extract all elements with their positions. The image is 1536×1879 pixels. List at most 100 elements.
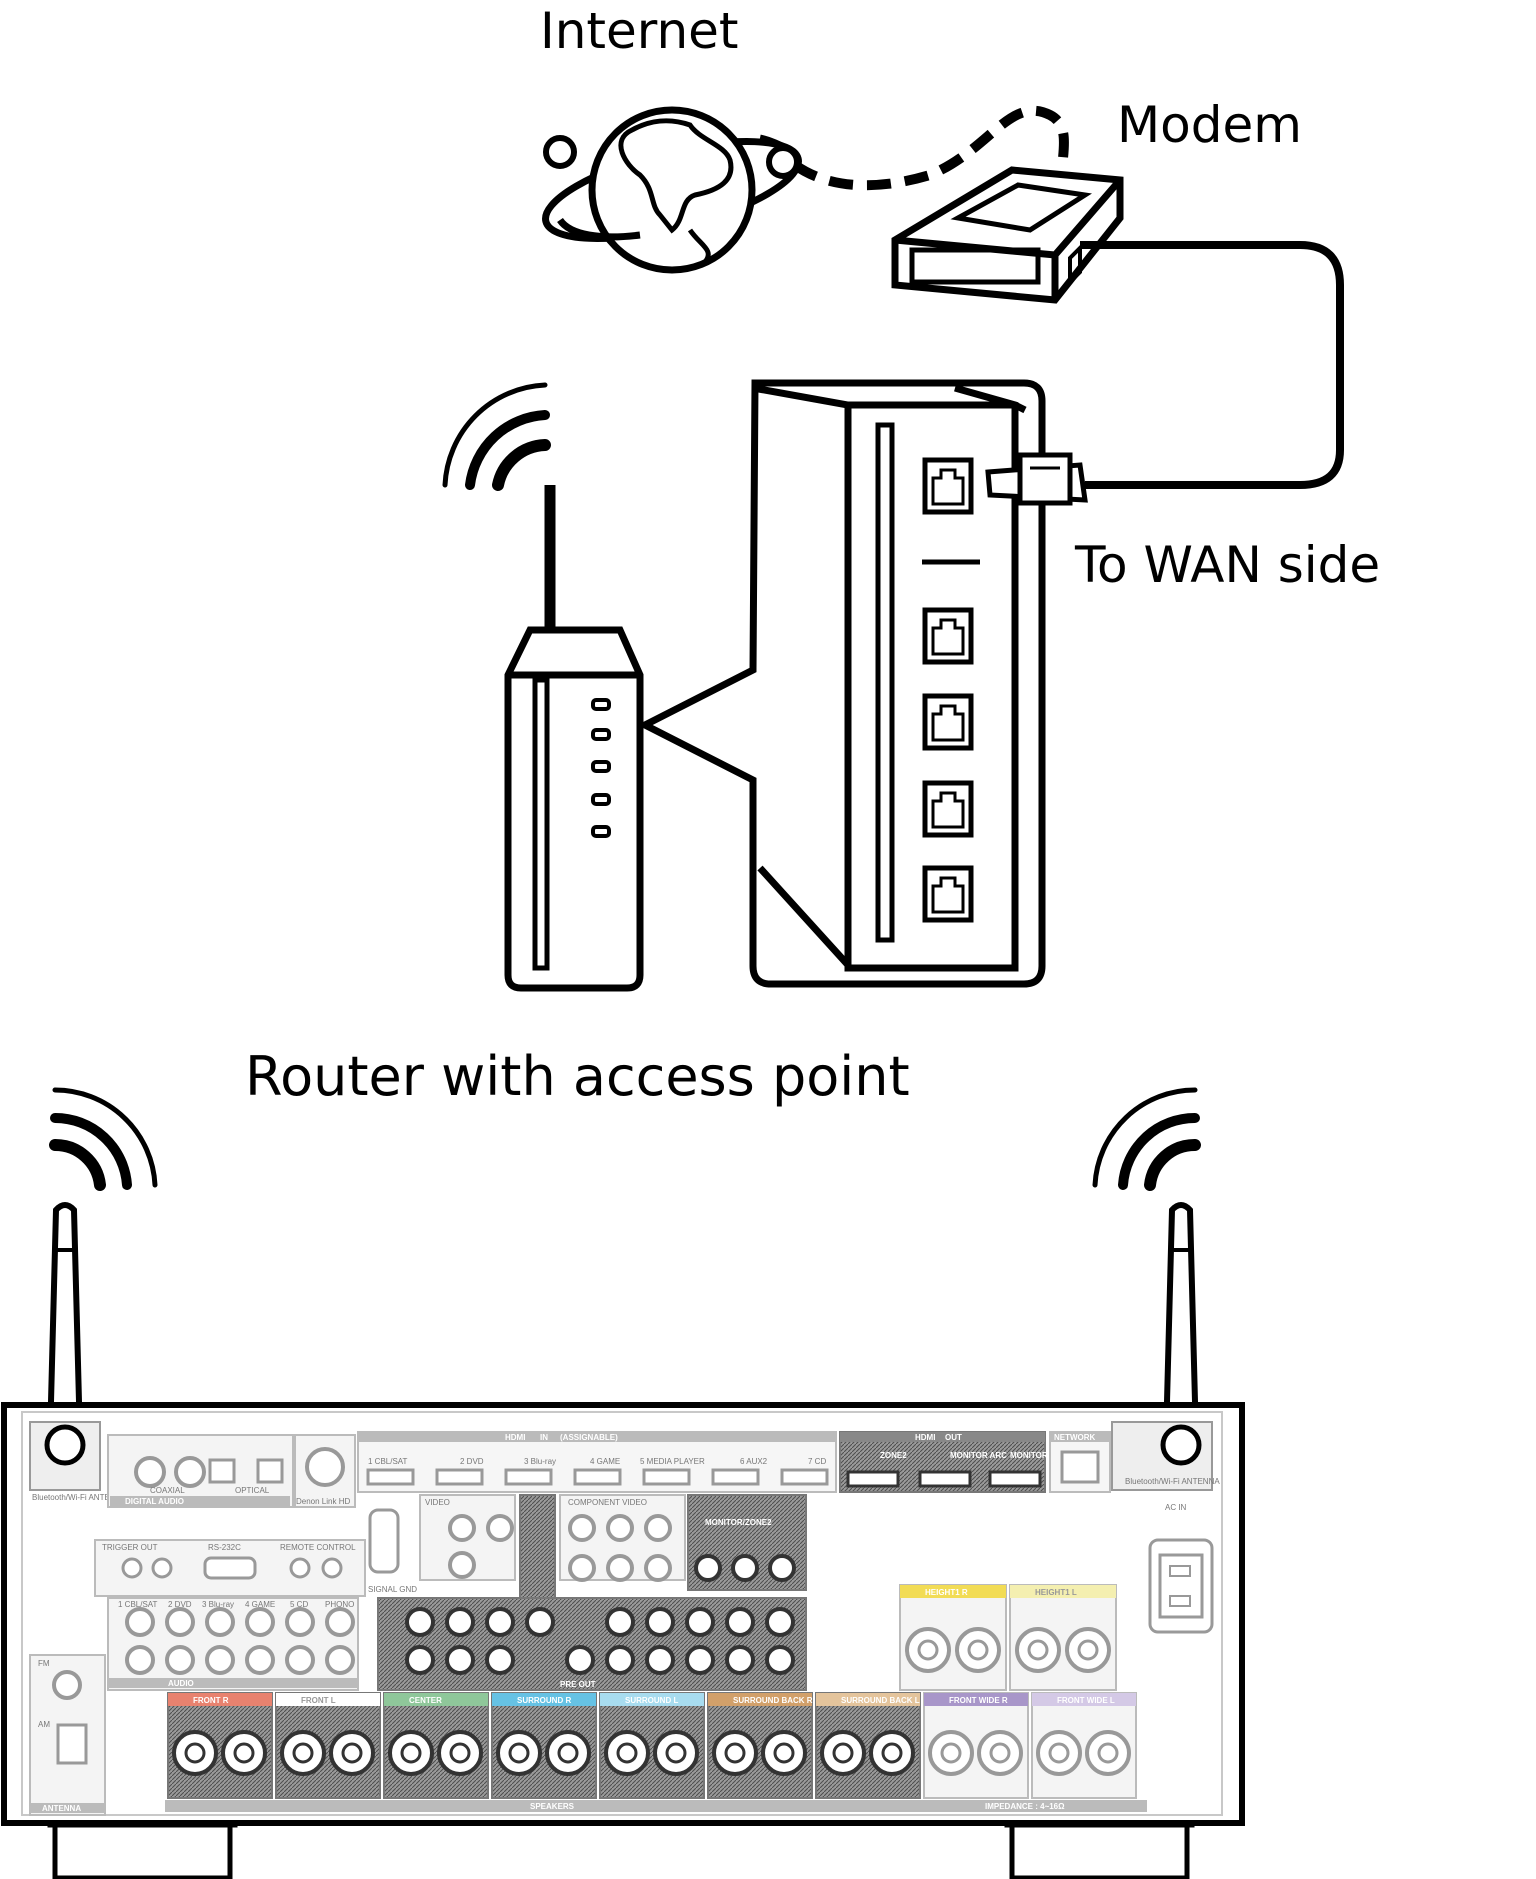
coaxial-label: COAXIAL: [150, 1486, 185, 1495]
speaker-terminal-center: [724, 1742, 746, 1764]
speaker-group-label: FRONT R: [193, 1696, 229, 1705]
rs232c-label: RS-232C: [208, 1543, 241, 1552]
modem-label: Modem: [1117, 96, 1302, 154]
audio-input-6: PHONO: [325, 1600, 354, 1609]
remote-control-label: REMOTE CONTROL: [280, 1543, 356, 1552]
speaker-terminal-center: [832, 1742, 854, 1764]
speaker-group-label: CENTER: [409, 1696, 442, 1705]
receiver-rear-panel: Bluetooth/Wi-Fi ANTENNA Bluetooth/Wi-Fi …: [1, 1402, 1245, 1826]
internet-label: Internet: [540, 2, 739, 60]
speaker-terminal-center: [508, 1742, 530, 1764]
bt-antenna-right-label: Bluetooth/Wi-Fi ANTENNA: [1125, 1477, 1220, 1486]
speaker-group-label: SURROUND L: [625, 1696, 678, 1705]
audio-input-5: 5 CD: [290, 1600, 308, 1609]
speaker-terminal-center: [557, 1742, 579, 1764]
height-group-color-bar: [900, 1585, 1006, 1598]
speaker-terminal-center: [773, 1742, 795, 1764]
speaker-group-color-bar: [492, 1693, 596, 1706]
speaker-group-label: SURROUND BACK L: [841, 1696, 920, 1705]
speaker-group-color-bar: [708, 1693, 812, 1706]
router-ports-callout: [637, 379, 1088, 988]
pre-out-jacks: [405, 1607, 795, 1675]
globe-icon: [542, 106, 802, 274]
wan-side-label: To WAN side: [1074, 536, 1380, 594]
receiver-feet: [47, 1812, 1195, 1879]
antenna-label: ANTENNA: [42, 1804, 81, 1813]
height-terminal-center: [967, 1639, 989, 1661]
speaker-group-color-bar: [924, 1693, 1028, 1706]
optical-label: OPTICAL: [235, 1486, 270, 1495]
speaker-group-label: FRONT WIDE L: [1057, 1696, 1115, 1705]
hdmi-input-1: 1 CBL/SAT: [368, 1457, 408, 1466]
speaker-terminal-center: [449, 1742, 471, 1764]
network-label: NETWORK: [1054, 1433, 1096, 1442]
speakers-label: SPEAKERS: [530, 1802, 575, 1811]
speaker-group-label: SURROUND BACK R: [733, 1696, 813, 1705]
router-label: Router with access point: [245, 1045, 910, 1108]
receiver-wifi-signal-right-icon: [1092, 1087, 1201, 1191]
internet-modem-link: [792, 105, 1069, 191]
speaker-group-color-bar: [384, 1693, 488, 1706]
speaker-terminal-center: [341, 1742, 363, 1764]
ac-in-label: AC IN: [1165, 1503, 1187, 1512]
bt-antenna-left-label: Bluetooth/Wi-Fi ANTENNA: [32, 1493, 127, 1502]
denon-link-label: Denon Link HD: [296, 1497, 350, 1506]
speaker-terminal-center: [940, 1742, 962, 1764]
height-group-label: HEIGHT1 L: [1035, 1588, 1077, 1597]
wan-cable: [1080, 241, 1344, 489]
hdmi-input-7: 7 CD: [808, 1457, 826, 1466]
hdmi-input-4: 4 GAME: [590, 1457, 620, 1466]
speaker-terminal-center: [184, 1742, 206, 1764]
speaker-terminal-center: [616, 1742, 638, 1764]
speaker-terminal-center: [881, 1742, 903, 1764]
height-group-label: HEIGHT1 R: [925, 1588, 968, 1597]
audio-input-1: 1 CBL/SAT: [118, 1600, 158, 1609]
height-terminal-center: [1027, 1639, 1049, 1661]
hdmi-in-ports: [366, 1468, 829, 1486]
speaker-group-color-bar: [168, 1693, 272, 1706]
audio-input-4: 4 GAME: [245, 1600, 275, 1609]
audio-input-2: 2 DVD: [168, 1600, 192, 1609]
hdmi-out-label: HDMI: [915, 1433, 935, 1442]
video-label: VIDEO: [425, 1498, 450, 1507]
wifi-antenna-right: [1162, 1202, 1200, 1443]
impedance-label: IMPEDANCE : 4~16Ω: [985, 1802, 1065, 1811]
audio-input-jacks: [125, 1607, 355, 1675]
height-group-color-bar: [1010, 1585, 1116, 1598]
hdmi-input-6: 6 AUX2: [740, 1457, 768, 1466]
pre-out-label: PRE OUT: [560, 1680, 596, 1689]
audio-label: AUDIO: [168, 1679, 194, 1688]
fm-label: FM: [38, 1659, 50, 1668]
height-terminal-center: [917, 1639, 939, 1661]
speaker-group-label: FRONT L: [301, 1696, 336, 1705]
hdmi-in-tag: IN: [540, 1433, 548, 1442]
speaker-group-color-bar: [1032, 1693, 1136, 1706]
hdmi-out-monitor2: MONITOR2: [1010, 1451, 1053, 1460]
speaker-terminal-center: [1048, 1742, 1070, 1764]
monitor-zone2-label: MONITOR/ZONE2: [705, 1518, 772, 1527]
speaker-group-label: FRONT WIDE R: [949, 1696, 1008, 1705]
height-speaker-block: HEIGHT1 R HEIGHT1 L: [899, 1584, 1117, 1691]
signal-gnd-label: SIGNAL GND: [368, 1585, 417, 1594]
digital-audio-label: DIGITAL AUDIO: [125, 1497, 184, 1506]
router-icon: [504, 485, 644, 992]
modem-icon: [891, 166, 1124, 304]
router-wifi-signal-icon: [442, 382, 551, 491]
speaker-group-color-bar: [276, 1693, 380, 1706]
hdmi-assignable-label: (ASSIGNABLE): [560, 1433, 618, 1442]
speaker-group-color-bar: [816, 1693, 920, 1706]
height-terminal-center: [1077, 1639, 1099, 1661]
speaker-terminal-center: [665, 1742, 687, 1764]
hdmi-out-ports: [846, 1470, 1042, 1488]
speaker-terminal-center: [292, 1742, 314, 1764]
trigger-out-label: TRIGGER OUT: [102, 1543, 158, 1552]
speaker-terminal-center: [233, 1742, 255, 1764]
am-label: AM: [38, 1720, 50, 1729]
audio-input-3: 3 Blu-ray: [202, 1600, 234, 1609]
speaker-group-label: SURROUND R: [517, 1696, 571, 1705]
speaker-terminal-center: [989, 1742, 1011, 1764]
receiver-wifi-signal-left-icon: [49, 1087, 158, 1191]
hdmi-out-zone2: ZONE2: [880, 1451, 907, 1460]
speaker-group-color-bar: [600, 1693, 704, 1706]
